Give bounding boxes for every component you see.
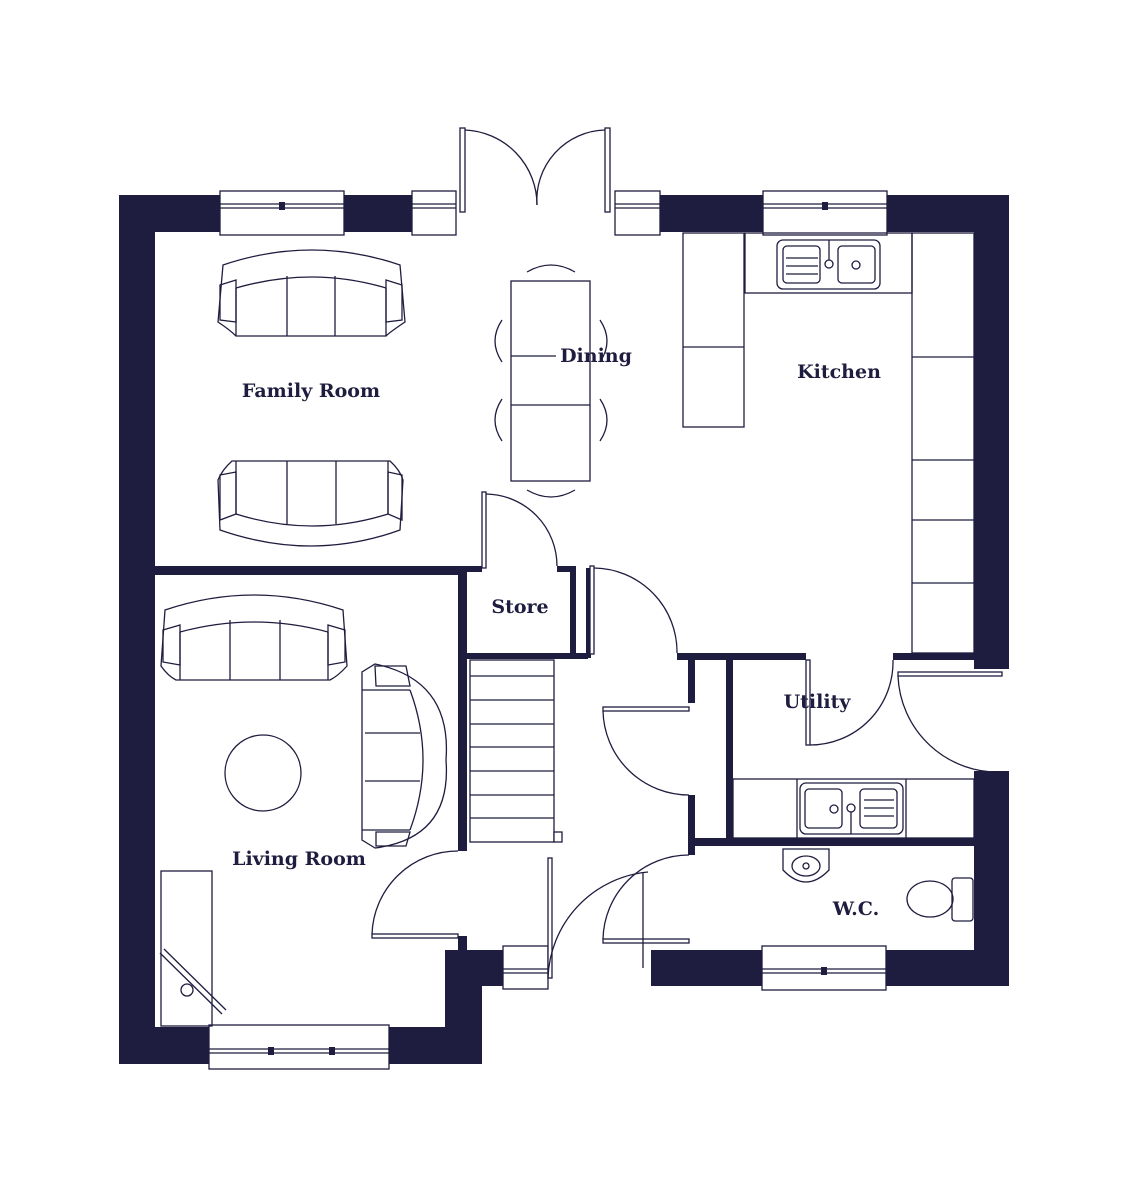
store-door bbox=[481, 491, 558, 569]
room-label-wc: W.C. bbox=[832, 898, 879, 920]
family-room-sofa-bottom bbox=[217, 460, 404, 547]
wc-toilet bbox=[906, 877, 974, 922]
back-door bbox=[897, 671, 1003, 773]
window-dining-left bbox=[411, 190, 457, 236]
window-kitchen-top bbox=[762, 190, 888, 236]
wc-door bbox=[602, 854, 690, 968]
living-room-door bbox=[371, 850, 459, 939]
room-labels: Family Room Dining Kitchen Store Utility… bbox=[232, 345, 881, 920]
doors bbox=[371, 127, 1003, 979]
window-living-room-bottom bbox=[208, 1024, 390, 1070]
windows bbox=[208, 190, 888, 1070]
front-door bbox=[547, 857, 649, 979]
living-room-sofa-top bbox=[160, 594, 348, 681]
window-dining-right bbox=[614, 190, 661, 236]
internal-walls bbox=[155, 566, 993, 950]
room-label-utility: Utility bbox=[784, 691, 852, 713]
kitchen-sink bbox=[776, 239, 881, 290]
window-hall-bottom bbox=[502, 945, 549, 990]
hall-door-cupboard bbox=[602, 706, 690, 796]
hall-door-north bbox=[589, 565, 678, 655]
coffee-table bbox=[224, 734, 302, 812]
living-room-sofa-side bbox=[361, 663, 448, 849]
staircase bbox=[469, 659, 563, 843]
room-label-kitchen: Kitchen bbox=[797, 361, 881, 383]
window-wc-bottom bbox=[761, 945, 887, 991]
french-doors bbox=[459, 127, 611, 213]
utility-sink bbox=[799, 782, 904, 835]
utility-units bbox=[732, 778, 975, 839]
room-label-family-room: Family Room bbox=[242, 380, 380, 402]
dining-table bbox=[494, 264, 608, 498]
tv-unit bbox=[159, 870, 227, 1027]
room-label-store: Store bbox=[491, 596, 548, 618]
family-room-sofa-top bbox=[217, 249, 406, 337]
window-family-room-top bbox=[219, 190, 345, 236]
kitchen-units bbox=[682, 232, 975, 654]
external-walls bbox=[119, 195, 1009, 1064]
wc-basin bbox=[782, 848, 830, 883]
room-label-living-room: Living Room bbox=[232, 848, 366, 870]
utility-door bbox=[805, 659, 894, 746]
room-label-dining: Dining bbox=[560, 345, 632, 367]
